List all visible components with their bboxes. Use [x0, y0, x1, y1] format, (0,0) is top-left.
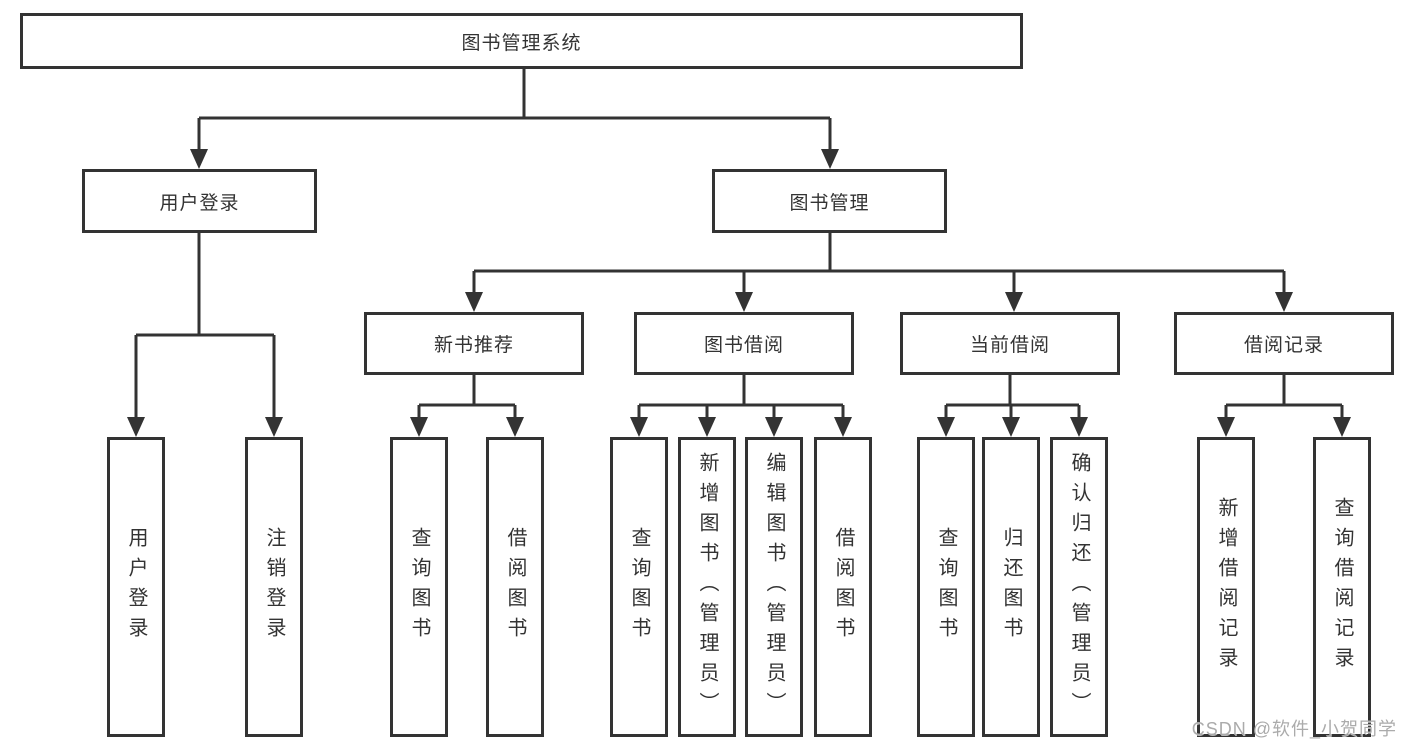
leaf-logout: 注销登录	[245, 437, 303, 737]
leaf-borrow-edit-books-admin-label: 编辑图书（管理员）	[763, 452, 785, 722]
leaf-current-return-books-label: 归还图书	[1000, 527, 1022, 647]
node-user-login-label: 用户登录	[159, 192, 240, 214]
leaf-logout-label: 注销登录	[263, 527, 285, 647]
leaf-current-confirm-return-admin-label: 确认归还（管理员）	[1068, 452, 1090, 722]
node-book-borrowing: 图书借阅	[634, 312, 854, 375]
node-book-borrowing-label: 图书借阅	[703, 335, 784, 356]
leaf-records-query-record-label: 查询借阅记录	[1331, 497, 1353, 677]
node-library-system: 图书管理系统	[20, 13, 1023, 69]
node-current-borrowing-label: 当前借阅	[969, 335, 1050, 356]
leaf-recommend-query-books: 查询图书	[390, 437, 448, 737]
leaf-borrow-borrow-books-label: 借阅图书	[832, 527, 854, 647]
node-borrowing-records-label: 借阅记录	[1243, 335, 1324, 356]
leaf-recommend-borrow-books-label: 借阅图书	[504, 527, 526, 647]
node-new-book-recommend: 新书推荐	[364, 312, 584, 375]
node-book-management: 图书管理	[712, 169, 947, 233]
csdn-watermark: CSDN @软件_小贺同学	[1191, 719, 1397, 739]
leaf-borrow-add-books-admin: 新增图书（管理员）	[678, 437, 736, 737]
leaf-current-return-books: 归还图书	[982, 437, 1040, 737]
node-book-management-label: 图书管理	[789, 192, 870, 214]
leaf-borrow-borrow-books: 借阅图书	[814, 437, 872, 737]
leaf-recommend-borrow-books: 借阅图书	[486, 437, 544, 737]
leaf-user-login-label: 用户登录	[125, 527, 147, 647]
leaf-borrow-query-books: 查询图书	[610, 437, 668, 737]
leaf-records-add-record-label: 新增借阅记录	[1215, 497, 1237, 677]
leaf-borrow-query-books-label: 查询图书	[628, 527, 650, 647]
leaf-records-add-record: 新增借阅记录	[1197, 437, 1255, 737]
leaf-current-confirm-return-admin: 确认归还（管理员）	[1050, 437, 1108, 737]
leaf-borrow-edit-books-admin: 编辑图书（管理员）	[745, 437, 803, 737]
leaf-recommend-query-books-label: 查询图书	[408, 527, 430, 647]
node-new-book-recommend-label: 新书推荐	[433, 335, 514, 356]
leaf-user-login: 用户登录	[107, 437, 165, 737]
leaf-records-query-record: 查询借阅记录	[1313, 437, 1371, 737]
node-user-login: 用户登录	[82, 169, 317, 233]
leaf-current-query-books: 查询图书	[917, 437, 975, 737]
node-borrowing-records: 借阅记录	[1174, 312, 1394, 375]
node-current-borrowing: 当前借阅	[900, 312, 1120, 375]
leaf-current-query-books-label: 查询图书	[935, 527, 957, 647]
node-library-system-label: 图书管理系统	[461, 32, 582, 54]
leaf-borrow-add-books-admin-label: 新增图书（管理员）	[696, 452, 718, 722]
